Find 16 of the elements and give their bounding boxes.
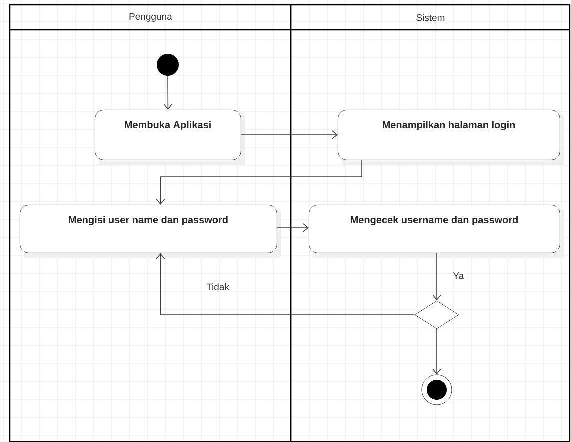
arrow bbox=[432, 253, 442, 301]
arrow bbox=[432, 328, 442, 375]
activity-box: Mengisi user name dan password bbox=[20, 205, 281, 258]
edge-label: Ya bbox=[452, 272, 466, 280]
arrow bbox=[156, 160, 362, 205]
arrow bbox=[241, 130, 338, 140]
activity-box: Mengecek username dan password bbox=[309, 205, 564, 258]
arrow bbox=[164, 76, 173, 110]
end-node bbox=[422, 374, 452, 406]
edge-label: Tidak bbox=[206, 282, 230, 292]
arrow bbox=[156, 253, 416, 316]
activity-box: Membuka Aplikasi bbox=[95, 110, 245, 165]
activity-box: Menampilkan halaman login bbox=[338, 110, 564, 165]
arrow bbox=[277, 224, 309, 232]
start-node bbox=[157, 54, 179, 76]
decision-diamond bbox=[414, 300, 460, 330]
